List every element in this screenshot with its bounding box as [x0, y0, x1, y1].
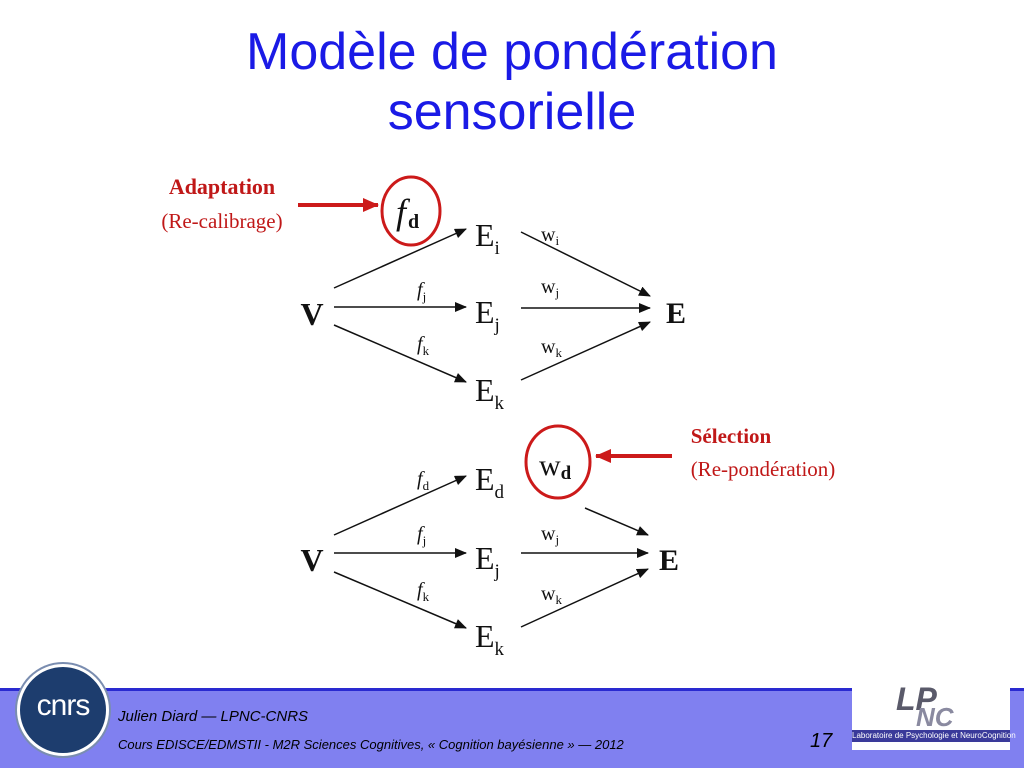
arrow-v-ed	[333, 475, 467, 536]
footer-top-line	[0, 688, 1024, 691]
recalibrage-subtext: (Re-calibrage)	[161, 209, 282, 233]
slide-title-line-1: Modèle de pondération	[246, 23, 778, 81]
cnrs-logo: cnrs	[17, 664, 109, 756]
function-fd-bottom: fd	[417, 468, 430, 493]
weight-wd-bottom: wd	[539, 449, 572, 484]
node-ej-top: Ej	[475, 294, 500, 336]
slide-title: Modèle de pondération sensorielle	[0, 22, 1024, 142]
arrow-ei-e	[520, 231, 651, 297]
lpnc-logo-letters: LP NC	[896, 681, 955, 730]
page-number: 17	[810, 730, 833, 752]
arrow-ek-e-bottom	[520, 568, 649, 628]
lpnc-letters-text-nc: NC	[916, 702, 955, 730]
weight-wj-bottom: wj	[541, 523, 559, 547]
source-v-top: V	[300, 296, 323, 332]
arrow-ed-e	[584, 507, 649, 536]
arrow-v-ei	[333, 228, 467, 289]
node-ek-bottom: Ek	[475, 618, 505, 660]
weight-wk-bottom: wk	[541, 583, 562, 607]
lpnc-caption: Laboratoire de Psychologie et NeuroCogni…	[852, 730, 1016, 742]
slide-title-line-2: sensorielle	[387, 83, 637, 141]
arrow-v-ek	[333, 324, 467, 383]
target-e-bottom: E	[659, 544, 679, 577]
function-fj-bottom: fj	[417, 523, 426, 548]
arrow-v-ek-bottom	[333, 571, 467, 629]
weight-wk-top: wk	[541, 336, 562, 360]
node-ek-top: Ek	[475, 372, 505, 414]
function-fj-top: fj	[417, 279, 426, 304]
selection-heading: Sélection	[691, 424, 772, 448]
source-v-bottom: V	[300, 542, 323, 578]
weight-wi-top: wi	[541, 224, 559, 248]
adaptation-circle	[380, 175, 442, 247]
node-ei-top: Ei	[475, 217, 500, 259]
target-e-top: E	[666, 297, 686, 330]
node-ed-bottom: Ed	[475, 461, 505, 503]
course-line: Cours EDISCE/EDMSTII - M2R Sciences Cogn…	[118, 737, 624, 752]
weight-wj-top: wj	[541, 276, 559, 300]
lpnc-logo: LP NC Laboratoire de Psychologie et Neur…	[852, 680, 1016, 750]
function-fk-top: fk	[417, 333, 430, 358]
author-line: Julien Diard — LPNC-CNRS	[118, 708, 309, 725]
lpnc-letters-text: LP	[896, 681, 938, 717]
node-ej-bottom: Ej	[475, 540, 500, 582]
function-fk-bottom: fk	[417, 579, 430, 604]
bottom-diagram: Sélection (Re-pondération) wd V E Ed Ej …	[300, 424, 835, 660]
cnrs-logo-text: cnrs	[36, 689, 91, 722]
slide-footer: cnrs Julien Diard — LPNC-CNRS Cours EDIS…	[0, 664, 1024, 768]
arrow-ek-e	[520, 321, 651, 381]
selection-circle	[524, 424, 592, 500]
adaptation-heading: Adaptation	[169, 174, 275, 199]
repondration-subtext: (Re-pondération)	[691, 457, 836, 481]
